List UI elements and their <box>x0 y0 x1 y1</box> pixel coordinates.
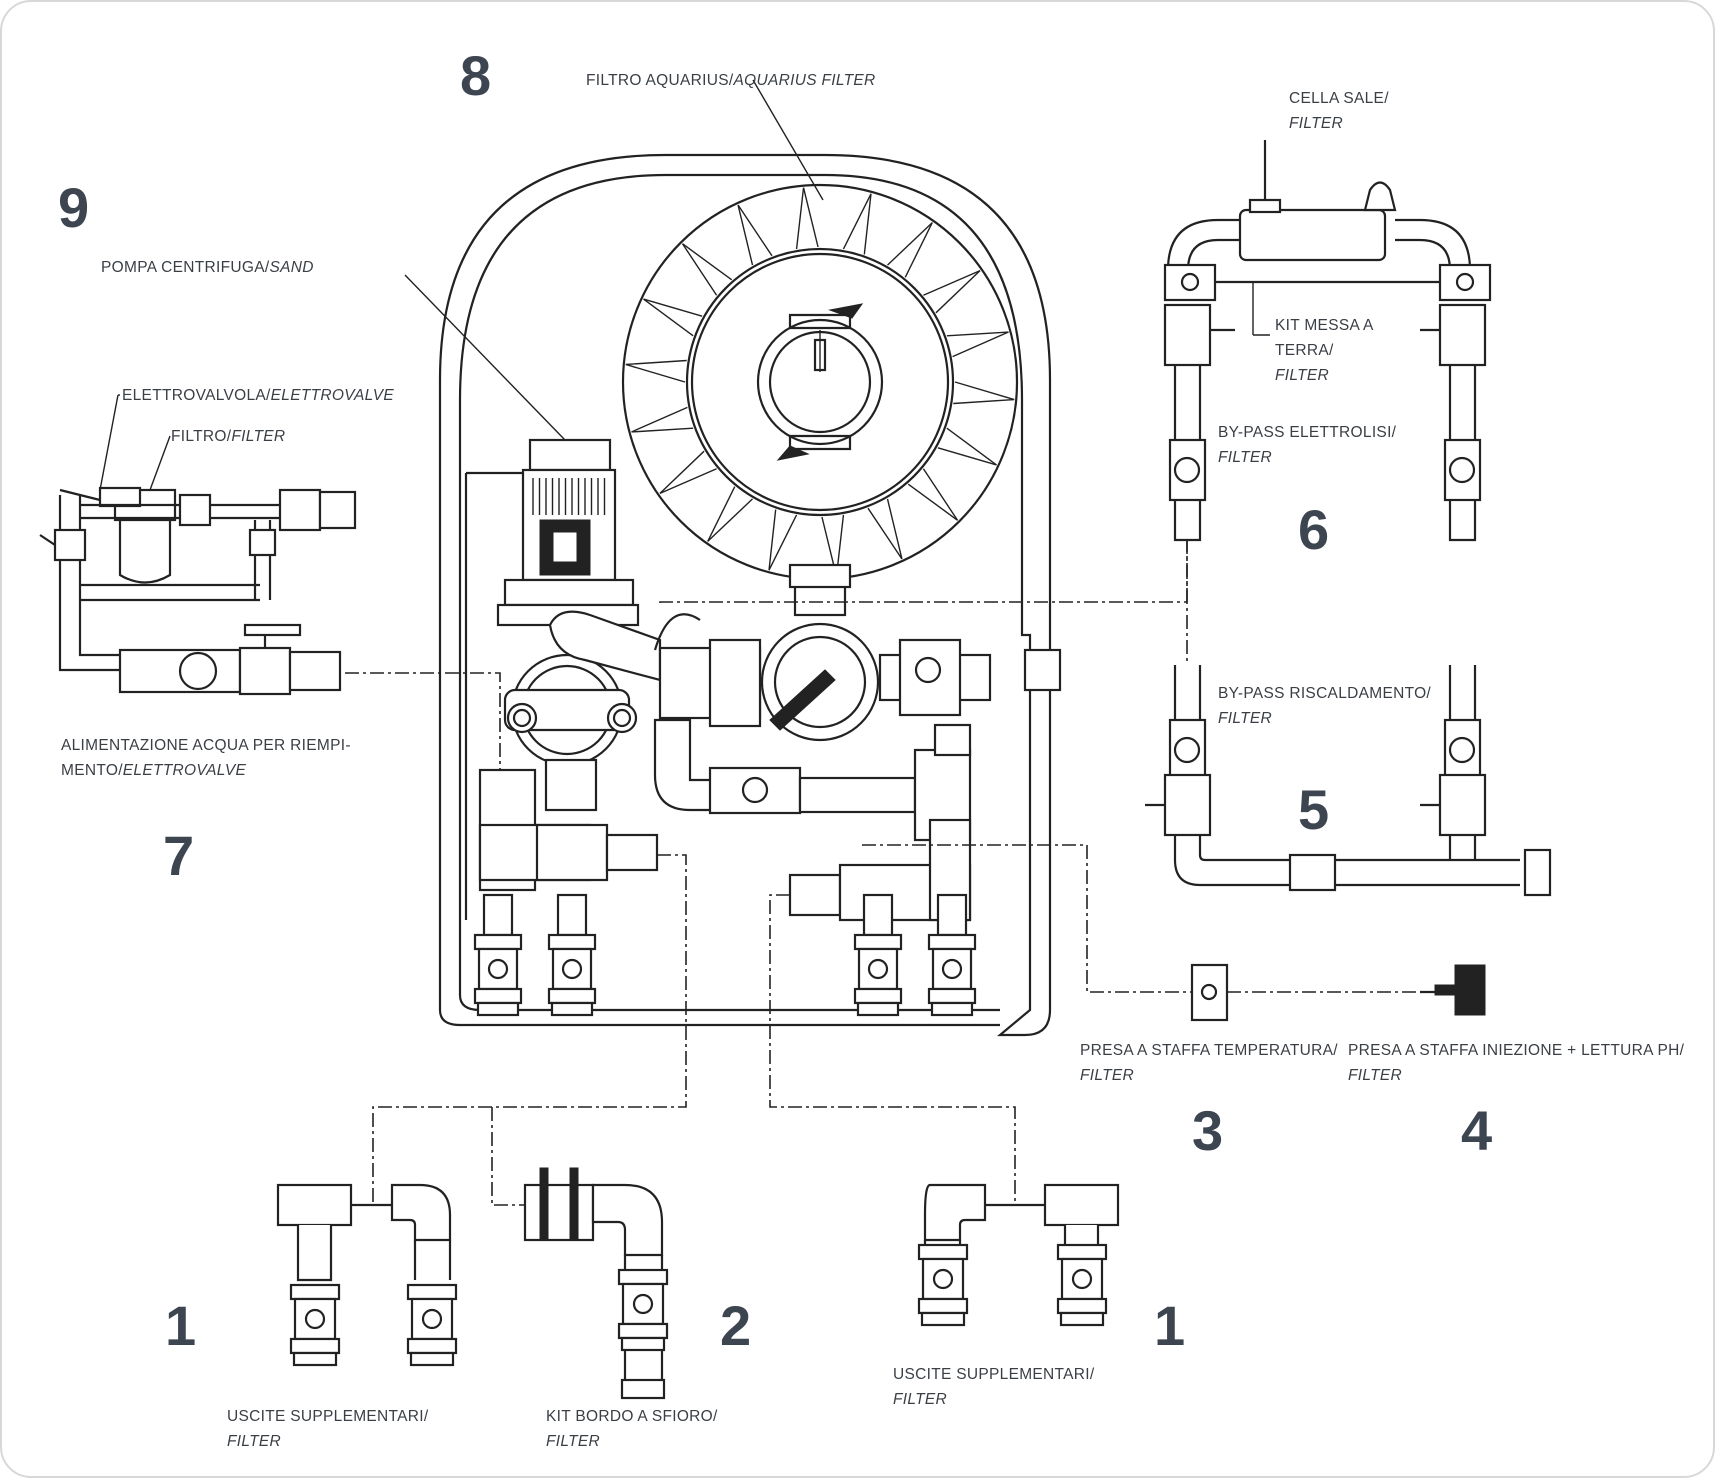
label-fill-supply-line2: MENTO/ELETTROVALVE <box>61 758 351 783</box>
cabinet-housing <box>438 153 1052 1037</box>
electrolysis-bypass-assembly <box>1163 140 1492 542</box>
number-8: 8 <box>460 44 492 107</box>
number-4: 4 <box>1461 1099 1493 1162</box>
number-3: 3 <box>1192 1099 1224 1162</box>
label-overflow-kit: KIT BORDO A SFIORO/ FILTER <box>546 1404 718 1454</box>
number-5: 5 <box>1298 778 1330 841</box>
label-grounding-kit-line2: TERRA/ <box>1275 342 1334 359</box>
label-extra-outputs-right-italic: FILTER <box>893 1391 948 1408</box>
aquarius-filter <box>621 79 1019 581</box>
bottom-outputs <box>276 1167 1120 1400</box>
label-extra-outputs-left-italic: FILTER <box>227 1433 282 1450</box>
internal-pipework <box>473 718 977 1017</box>
label-small-filter-text: FILTRO/ <box>171 428 232 445</box>
heating-bypass-assembly <box>1145 665 1552 897</box>
centrifugal-pump <box>404 274 662 812</box>
label-extra-outputs-right: USCITE SUPPLEMENTARI/ FILTER <box>893 1362 1095 1412</box>
label-bypass-heating-italic: FILTER <box>1218 710 1273 727</box>
label-temp-clamp: PRESA A STAFFA TEMPERATURA/ FILTER <box>1080 1038 1338 1088</box>
label-bypass-electrolysis-italic: FILTER <box>1218 449 1273 466</box>
number-6: 6 <box>1298 498 1330 561</box>
number-1-left: 1 <box>165 1294 197 1357</box>
label-grounding-kit-italic: FILTER <box>1275 367 1330 384</box>
label-bypass-heating: BY-PASS RISCALDAMENTO/ FILTER <box>1218 681 1431 731</box>
label-temp-clamp-italic: FILTER <box>1080 1067 1135 1084</box>
label-filter-italic: AQUARIUS FILTER <box>733 72 876 89</box>
label-filter: FILTRO AQUARIUS/AQUARIUS FILTER <box>586 68 876 93</box>
number-2: 2 <box>720 1294 752 1357</box>
label-bypass-heating-text: BY-PASS RISCALDAMENTO/ <box>1218 685 1432 702</box>
label-bypass-electrolysis: BY-PASS ELETTROLISI/ FILTER <box>1218 420 1396 470</box>
label-extra-outputs-left-text: USCITE SUPPLEMENTARI/ <box>227 1408 429 1425</box>
label-fill-supply-text2: MENTO/ <box>61 762 123 779</box>
fill-supply-assembly <box>39 394 357 696</box>
label-pump-text: POMPA CENTRIFUGA/ <box>101 259 270 276</box>
label-ph-clamp: PRESA A STAFFA INIEZIONE + LETTURA PH/ F… <box>1348 1038 1684 1088</box>
label-salt-cell-text: CELLA SALE/ <box>1289 90 1389 107</box>
multiport-valve <box>653 563 1062 742</box>
label-temp-clamp-text: PRESA A STAFFA TEMPERATURA/ <box>1080 1042 1338 1059</box>
label-solenoid-text: ELETTROVALVOLA/ <box>122 387 271 404</box>
connection-lines <box>345 540 1420 1206</box>
label-grounding-kit-line1: KIT MESSA A <box>1275 317 1374 334</box>
label-extra-outputs-left: USCITE SUPPLEMENTARI/ FILTER <box>227 1404 429 1454</box>
label-fill-supply: ALIMENTAZIONE ACQUA PER RIEMPI- MENTO/EL… <box>61 733 351 783</box>
label-ph-clamp-italic: FILTER <box>1348 1067 1403 1084</box>
number-1-right: 1 <box>1154 1294 1186 1357</box>
label-filter-text: FILTRO AQUARIUS/ <box>586 72 734 89</box>
label-salt-cell: CELLA SALE/ FILTER <box>1289 86 1389 136</box>
label-pump-italic: SAND <box>269 259 314 276</box>
label-overflow-kit-text: KIT BORDO A SFIORO/ <box>546 1408 718 1425</box>
label-extra-outputs-right-text: USCITE SUPPLEMENTARI/ <box>893 1366 1095 1383</box>
label-solenoid-italic: ELETTROVALVE <box>270 387 394 404</box>
label-pump: POMPA CENTRIFUGA/SAND <box>101 255 314 280</box>
label-grounding-kit: KIT MESSA A TERRA/ FILTER <box>1275 313 1374 388</box>
number-9: 9 <box>58 176 90 239</box>
label-overflow-kit-italic: FILTER <box>546 1433 601 1450</box>
number-7: 7 <box>163 824 195 887</box>
label-small-filter-italic: FILTER <box>231 428 286 445</box>
label-small-filter: FILTRO/FILTER <box>171 424 285 449</box>
label-salt-cell-italic: FILTER <box>1289 115 1344 132</box>
label-solenoid: ELETTROVALVOLA/ELETTROVALVE <box>122 383 394 408</box>
label-bypass-electrolysis-text: BY-PASS ELETTROLISI/ <box>1218 424 1397 441</box>
label-ph-clamp-text: PRESA A STAFFA INIEZIONE + LETTURA PH/ <box>1348 1042 1685 1059</box>
label-fill-supply-line1: ALIMENTAZIONE ACQUA PER RIEMPI- <box>61 737 351 754</box>
label-fill-supply-italic: ELETTROVALVE <box>122 762 247 779</box>
